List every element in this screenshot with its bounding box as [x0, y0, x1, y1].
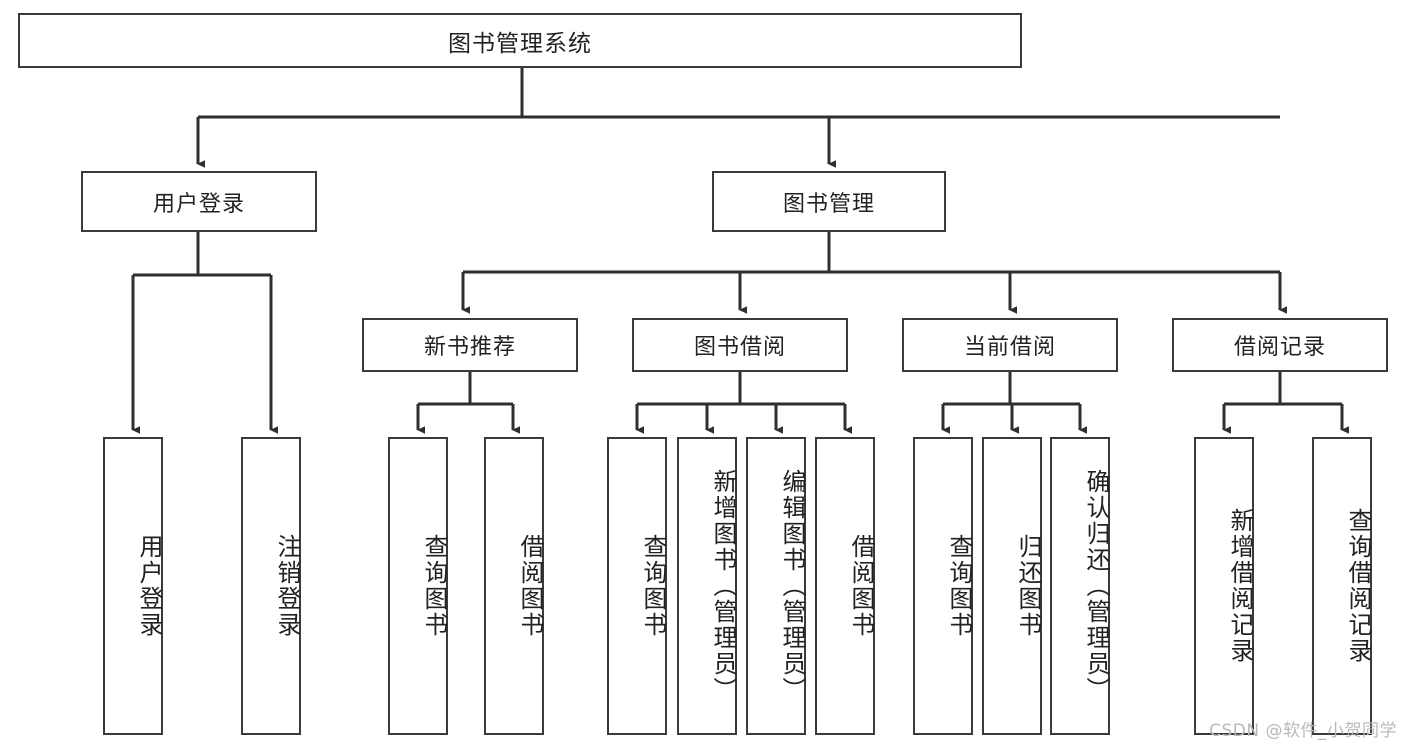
node-label: 归还图书	[1014, 534, 1042, 638]
leaf-borrow-book[interactable]: 借阅图书	[815, 437, 875, 735]
leaf-borrow-book-recommend[interactable]: 借阅图书	[484, 437, 544, 735]
leaf-logout[interactable]: 注销登录	[241, 437, 301, 735]
csdn-watermark: CSDN @软件_小贺同学	[1209, 721, 1397, 741]
node-label: 查询图书	[945, 534, 973, 638]
leaf-confirm-return-admin[interactable]: 确认归还（管理员）	[1050, 437, 1110, 735]
node-label: 查询图书	[420, 534, 448, 638]
node-label: 查询图书	[639, 534, 667, 638]
leaf-user-login[interactable]: 用户登录	[103, 437, 163, 735]
leaf-edit-book-admin[interactable]: 编辑图书（管理员）	[746, 437, 806, 735]
node-label: 新增图书（管理员）	[709, 469, 737, 703]
node-label: 新书推荐	[423, 335, 516, 360]
leaf-query-book-borrow[interactable]: 查询图书	[607, 437, 667, 735]
node-label: 确认归还（管理员）	[1082, 469, 1110, 703]
leaf-add-book-admin[interactable]: 新增图书（管理员）	[677, 437, 737, 735]
leaf-return-book[interactable]: 归还图书	[982, 437, 1042, 735]
node-label: 借阅图书	[516, 534, 544, 638]
node-book-borrow[interactable]: 图书借阅	[632, 318, 848, 372]
node-label: 编辑图书（管理员）	[778, 469, 806, 703]
node-label: 查询借阅记录	[1344, 508, 1372, 664]
leaf-query-book-recommend[interactable]: 查询图书	[388, 437, 448, 735]
node-label: 图书借阅	[693, 335, 786, 360]
node-label: 当前借阅	[963, 335, 1056, 360]
node-new-book-recommend[interactable]: 新书推荐	[362, 318, 578, 372]
node-label: 新增借阅记录	[1226, 508, 1254, 664]
node-label: 用户登录	[152, 191, 245, 217]
node-label: 用户登录	[135, 534, 163, 638]
node-label: 图书管理系统	[448, 30, 592, 57]
node-label: 图书管理	[782, 191, 875, 217]
node-current-borrow[interactable]: 当前借阅	[902, 318, 1118, 372]
leaf-query-book-current[interactable]: 查询图书	[913, 437, 973, 735]
node-label: 注销登录	[273, 534, 301, 638]
node-user-login[interactable]: 用户登录	[81, 171, 317, 232]
node-label: 借阅图书	[847, 534, 875, 638]
node-book-management[interactable]: 图书管理	[712, 171, 946, 232]
node-borrow-record[interactable]: 借阅记录	[1172, 318, 1388, 372]
node-root-system[interactable]: 图书管理系统	[18, 13, 1022, 68]
node-label: 借阅记录	[1233, 335, 1326, 360]
leaf-query-borrow-record[interactable]: 查询借阅记录	[1312, 437, 1372, 735]
leaf-add-borrow-record[interactable]: 新增借阅记录	[1194, 437, 1254, 735]
